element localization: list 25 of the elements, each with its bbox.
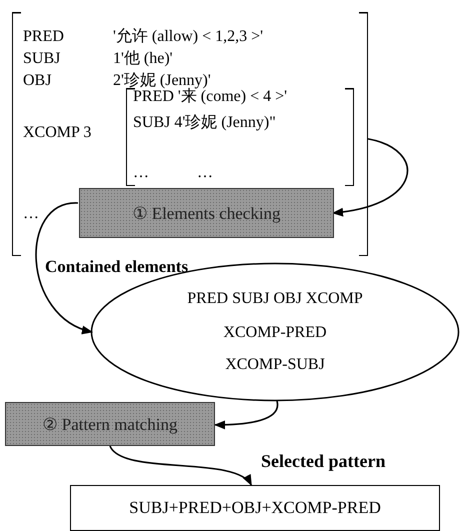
heading: Selected pattern xyxy=(261,452,386,470)
pattern-text: SUBJ+PRED+OBJ+XCOMP-PRED xyxy=(129,499,381,517)
matrix-entry: … xyxy=(133,164,149,182)
matrix-entry: … xyxy=(23,205,39,223)
matrix-entry: PRED xyxy=(23,28,64,46)
matrix-entry: OBJ xyxy=(23,72,52,90)
nested-matrix xyxy=(126,88,354,186)
element-name: PRED SUBJ OBJ XCOMP xyxy=(186,290,364,308)
matrix-entry: PRED '来 (come) < 4 >' xyxy=(133,88,288,106)
arrow xyxy=(35,202,94,333)
matrix-entry: XCOMP 3 xyxy=(23,124,92,142)
matrix-entry: SUBJ 4'珍妮 (Jenny)" xyxy=(133,114,276,132)
process-box: ① Elements checking xyxy=(79,188,334,238)
heading: Contained elements xyxy=(45,258,188,276)
element-name: XCOMP-PRED xyxy=(222,324,328,342)
arrow xyxy=(332,138,408,216)
process-box: ② Pattern matching xyxy=(5,402,215,446)
element-name: XCOMP-SUBJ xyxy=(224,356,326,374)
matrix-entry: '允许 (allow) < 1,2,3 >' xyxy=(113,28,264,46)
arrow xyxy=(214,400,278,430)
matrix-entry: … xyxy=(197,164,213,182)
matrix-entry: SUBJ xyxy=(23,50,60,68)
arrow xyxy=(109,446,252,486)
matrix-entry: 1'他 (he)' xyxy=(113,50,173,68)
matrix-entry: 2'珍妮 (Jenny)' xyxy=(113,72,211,89)
